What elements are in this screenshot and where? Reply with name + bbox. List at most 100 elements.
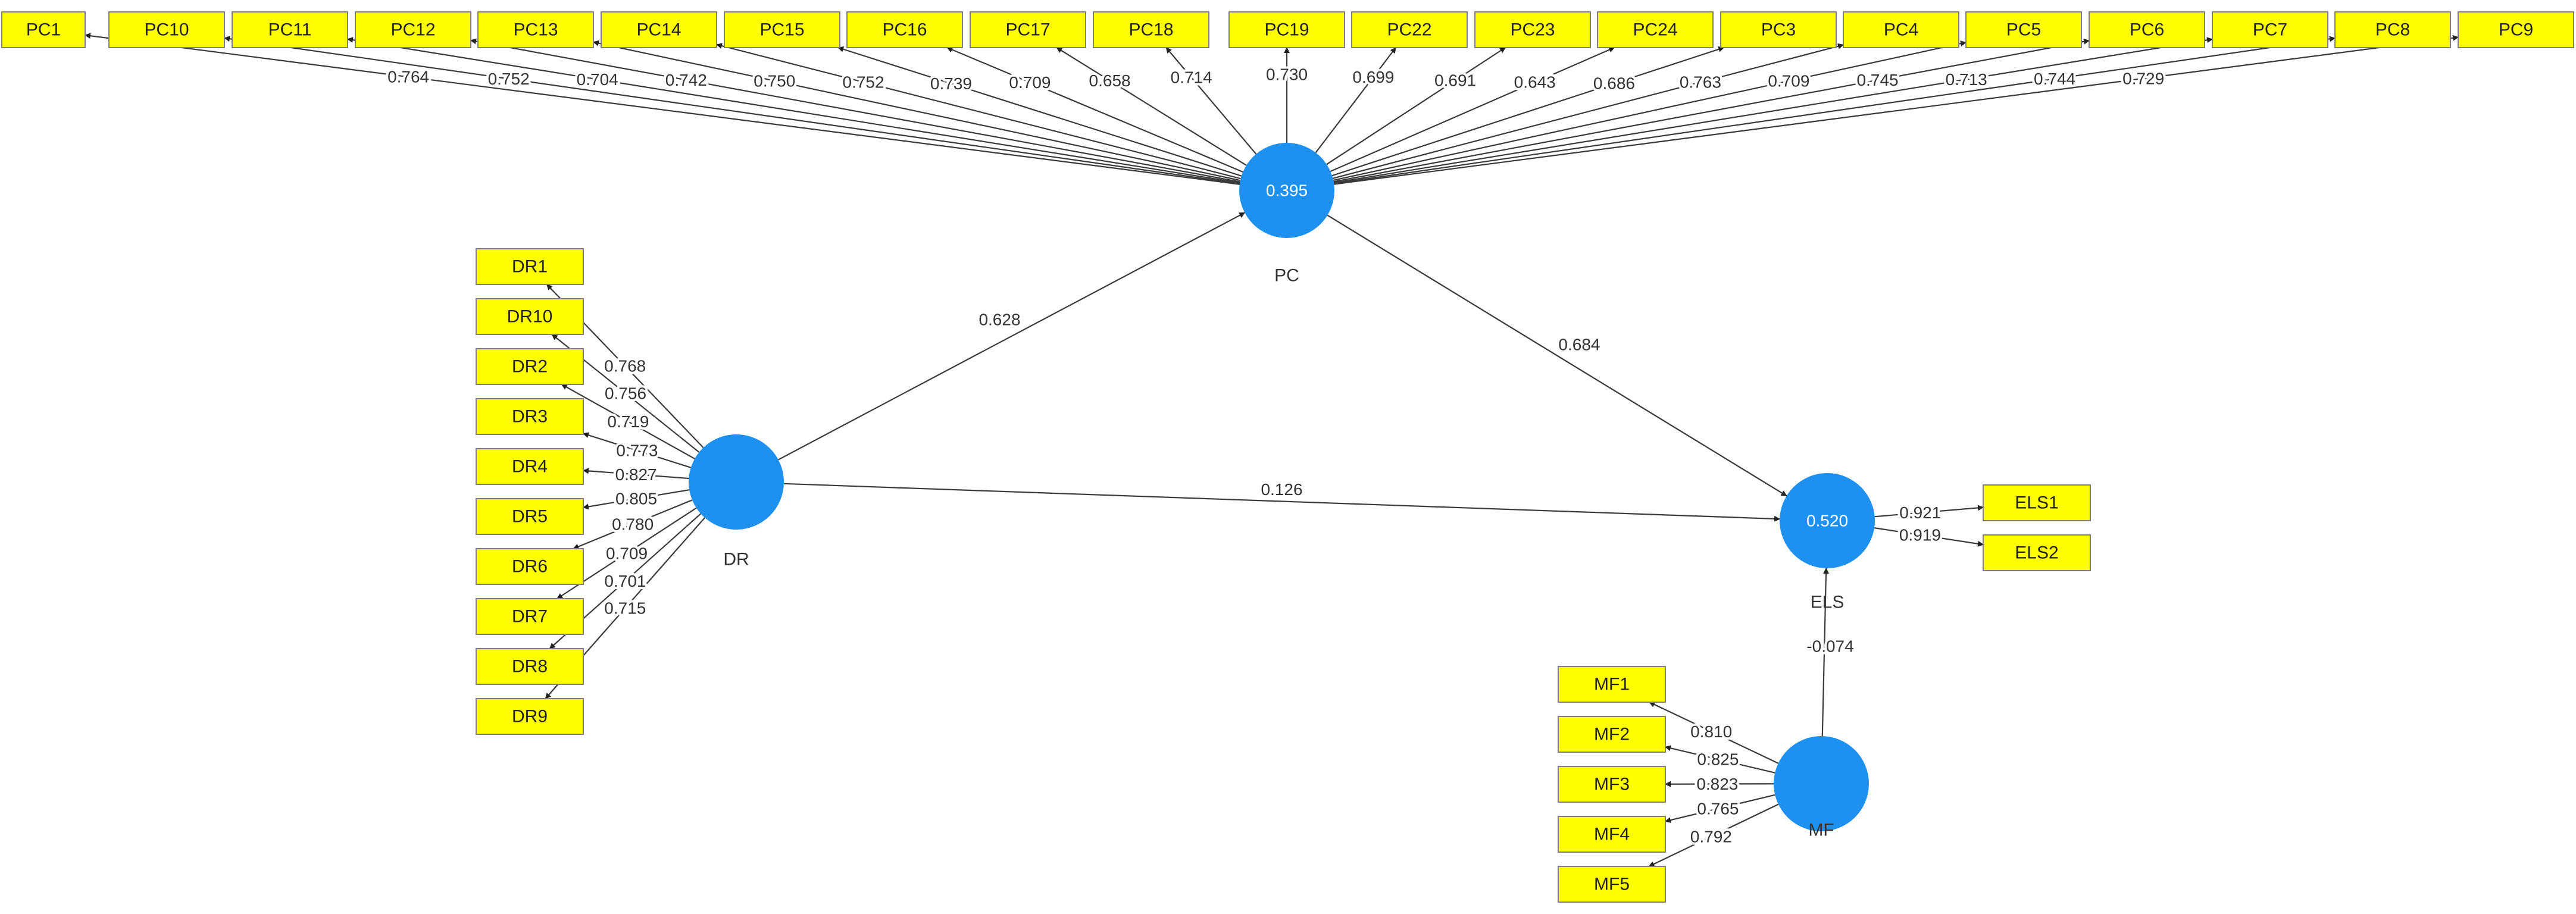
loading-label-dr4: 0.827 <box>615 465 657 484</box>
indicator-pc19[interactable]: PC19 <box>1228 11 1345 48</box>
loading-edge-pc1 <box>85 33 1240 185</box>
indicator-dr7[interactable]: DR7 <box>476 598 584 635</box>
loading-label-pc5: 0.709 <box>1768 72 1809 90</box>
indicator-pc7[interactable]: PC7 <box>2212 11 2328 48</box>
indicator-box <box>1558 716 1666 753</box>
indicator-label: PC24 <box>1633 20 1677 40</box>
indicator-dr1[interactable]: DR1 <box>476 248 584 285</box>
indicator-box <box>1558 816 1666 853</box>
indicator-label: MF5 <box>1594 875 1630 894</box>
loading-label-pc7: 0.713 <box>1946 70 1987 89</box>
loading-edge-mf4 <box>1665 794 1775 824</box>
indicator-els1[interactable]: ELS1 <box>1983 484 2091 521</box>
loading-label-pc1: 0.764 <box>387 68 429 86</box>
latent-dr[interactable]: DR <box>689 434 784 569</box>
indicator-dr5[interactable]: DR5 <box>476 498 584 535</box>
indicator-pc16[interactable]: PC16 <box>846 11 963 48</box>
indicator-mf5[interactable]: MF5 <box>1558 866 1666 903</box>
indicator-pc12[interactable]: PC12 <box>355 11 471 48</box>
loading-edge-dr4 <box>583 468 689 480</box>
indicator-dr2[interactable]: DR2 <box>476 348 584 385</box>
indicator-pc24[interactable]: PC24 <box>1597 11 1714 48</box>
r-squared-value: 0.395 <box>1266 181 1308 200</box>
indicator-box <box>601 11 717 48</box>
loading-edge-pc4 <box>1333 43 1844 179</box>
indicator-dr6[interactable]: DR6 <box>476 548 584 585</box>
indicator-box <box>1558 866 1666 903</box>
indicator-label: DR5 <box>512 507 548 527</box>
loading-label-dr10: 0.756 <box>605 384 646 402</box>
indicator-box <box>476 248 584 285</box>
indicator-pc6[interactable]: PC6 <box>2089 11 2205 48</box>
loading-label-pc10: 0.752 <box>488 70 530 88</box>
indicator-mf4[interactable]: MF4 <box>1558 816 1666 853</box>
indicator-pc3[interactable]: PC3 <box>1720 11 1837 48</box>
loading-edge-dr6 <box>573 499 693 550</box>
indicator-pc11[interactable]: PC11 <box>232 11 348 48</box>
loading-edge-dr3 <box>583 432 692 468</box>
indicator-box <box>2089 11 2205 48</box>
loading-label-pc4: 0.763 <box>1680 73 1721 92</box>
loading-edge-pc6 <box>1333 38 2090 183</box>
indicator-dr4[interactable]: DR4 <box>476 448 584 485</box>
indicator-box <box>1843 11 1959 48</box>
indicator-box <box>1983 534 2091 571</box>
indicator-mf3[interactable]: MF3 <box>1558 766 1666 803</box>
loading-label-mf3: 0.823 <box>1696 775 1738 793</box>
loading-edge-pc16 <box>946 46 1243 173</box>
indicator-pc8[interactable]: PC8 <box>2334 11 2451 48</box>
indicator-label: PC10 <box>144 20 189 40</box>
indicator-label: PC18 <box>1128 20 1173 40</box>
indicator-pc17[interactable]: PC17 <box>970 11 1086 48</box>
loading-edge-pc11 <box>347 37 1240 184</box>
loading-label-dr9: 0.715 <box>604 599 646 618</box>
indicator-pc9[interactable]: PC9 <box>2458 11 2574 48</box>
latent-mf[interactable]: MF <box>1774 736 1869 840</box>
indicator-dr8[interactable]: DR8 <box>476 648 584 685</box>
indicator-pc23[interactable]: PC23 <box>1474 11 1591 48</box>
indicator-box <box>1983 484 2091 521</box>
loading-label-pc23: 0.691 <box>1434 71 1476 89</box>
loading-label-mf5: 0.792 <box>1690 827 1732 846</box>
indicator-dr3[interactable]: DR3 <box>476 398 584 435</box>
indicator-pc4[interactable]: PC4 <box>1843 11 1959 48</box>
indicator-label: PC4 <box>1884 20 1918 40</box>
loading-edge-pc23 <box>1326 47 1506 165</box>
indicator-label: PC1 <box>26 20 61 40</box>
loading-label-mf1: 0.810 <box>1690 722 1732 741</box>
indicator-label: MF3 <box>1594 775 1630 794</box>
indicator-box <box>846 11 963 48</box>
indicator-pc5[interactable]: PC5 <box>1965 11 2082 48</box>
indicator-els2[interactable]: ELS2 <box>1983 534 2091 571</box>
indicator-box <box>1597 11 1714 48</box>
loading-label-pc3: 0.686 <box>1593 74 1635 93</box>
indicator-mf2[interactable]: MF2 <box>1558 716 1666 753</box>
indicator-label: PC7 <box>2253 20 2287 40</box>
loading-edge-els1 <box>1874 505 1984 518</box>
indicator-pc10[interactable]: PC10 <box>108 11 225 48</box>
indicator-label: PC23 <box>1510 20 1555 40</box>
indicator-pc18[interactable]: PC18 <box>1093 11 1209 48</box>
indicator-pc1[interactable]: PC1 <box>1 11 86 48</box>
indicator-dr10[interactable]: DR10 <box>476 298 584 335</box>
indicator-pc22[interactable]: PC22 <box>1351 11 1468 48</box>
loading-label-els1: 0.921 <box>1899 503 1941 522</box>
indicator-pc13[interactable]: PC13 <box>477 11 594 48</box>
loading-label-pc24: 0.643 <box>1514 73 1556 92</box>
loading-label-dr7: 0.709 <box>606 544 648 562</box>
loading-label-mf4: 0.765 <box>1697 799 1739 818</box>
indicator-pc14[interactable]: PC14 <box>601 11 717 48</box>
loading-label-pc12: 0.742 <box>665 71 707 89</box>
indicator-label: DR6 <box>512 557 548 577</box>
indicator-label: PC22 <box>1387 20 1431 40</box>
indicator-label: PC14 <box>636 20 681 40</box>
indicator-pc15[interactable]: PC15 <box>724 11 840 48</box>
indicator-dr9[interactable]: DR9 <box>476 698 584 735</box>
indicator-box <box>476 648 584 685</box>
indicator-mf1[interactable]: MF1 <box>1558 666 1666 703</box>
